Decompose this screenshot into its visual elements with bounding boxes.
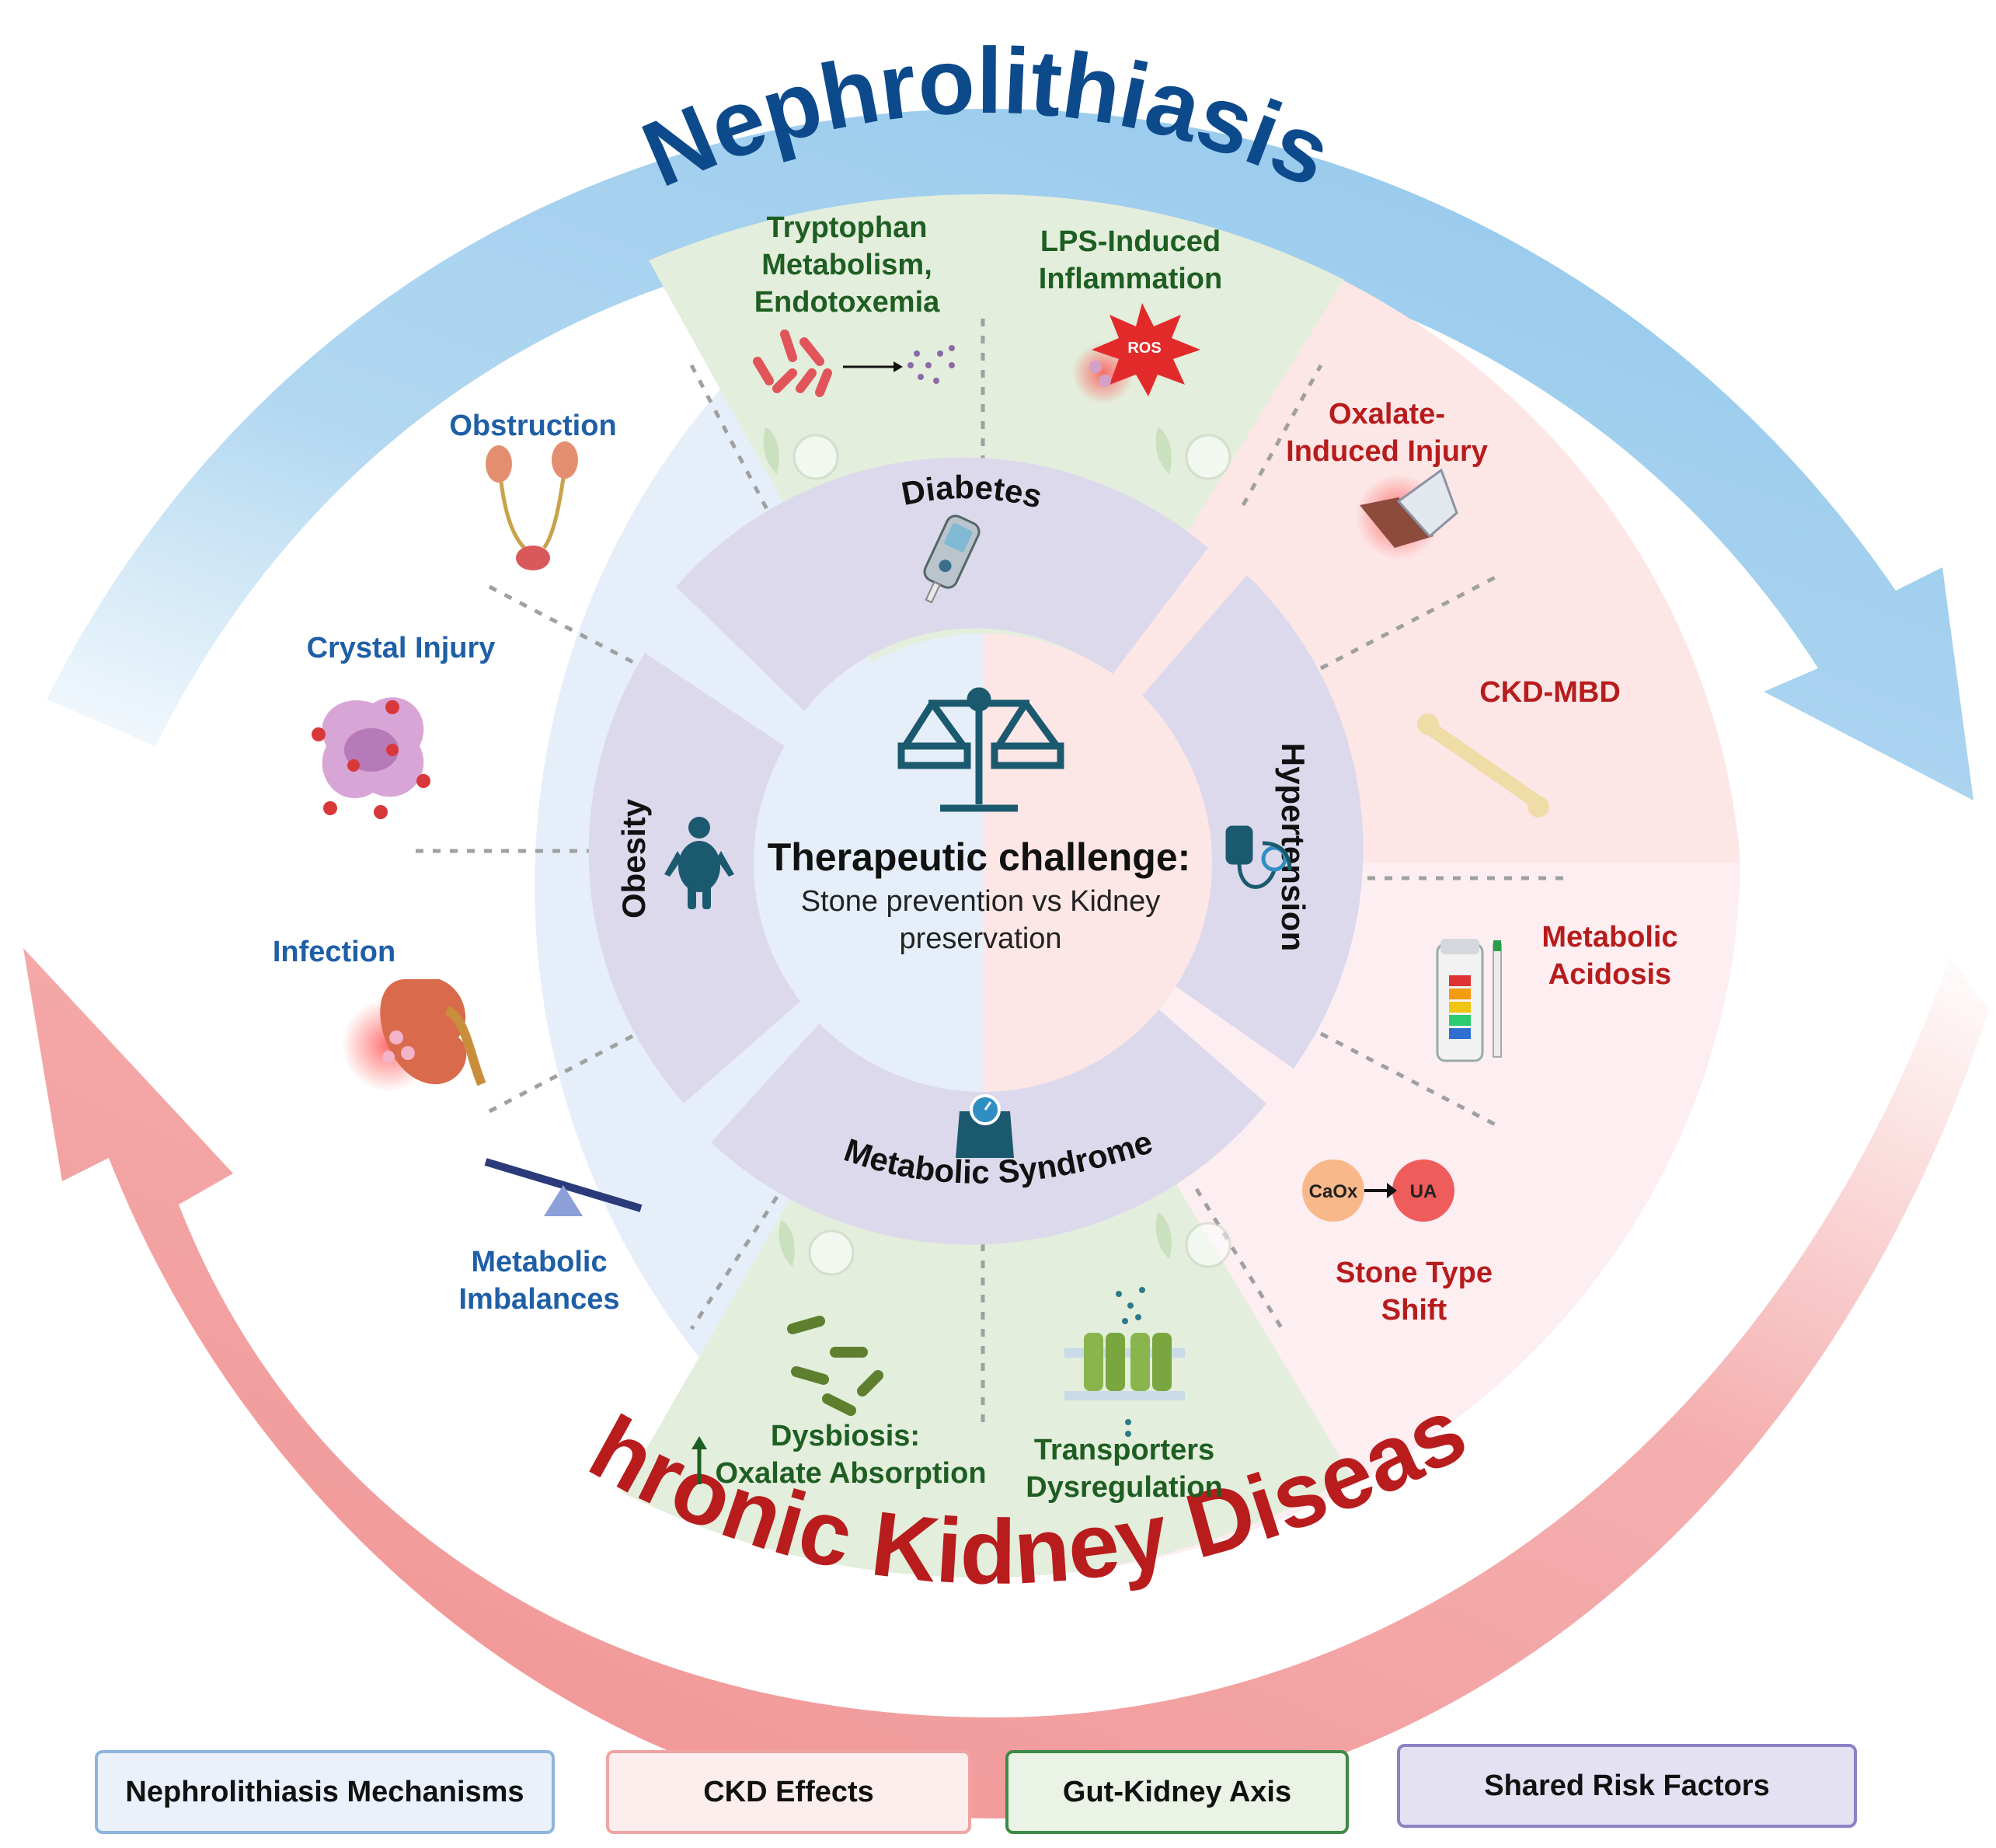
legend-label: Gut-Kidney Axis (1062, 1775, 1292, 1808)
intestine-icon (763, 427, 839, 480)
label-metabolic-imbalances-1: Metabolic (471, 1246, 607, 1278)
ph-test-strip-icon (1436, 939, 1502, 1062)
label-obstruction: Obstruction (449, 410, 616, 442)
stone-type-shift-icon (1302, 1159, 1454, 1222)
intestine-icon (1155, 1212, 1231, 1268)
legend-ckd-effects: CKD Effects (606, 1750, 971, 1834)
label-tryptophan-2: Metabolism, (761, 249, 932, 281)
blood-pressure-icon (1225, 825, 1292, 889)
label-oxalate-1: Oxalate- (1329, 398, 1445, 431)
label-oxalate-2: Induced Injury (1286, 435, 1488, 468)
intestine-icon (1155, 427, 1231, 480)
urinary-tract-icon (486, 441, 578, 570)
ros-burst-icon (1072, 303, 1200, 404)
label-ua: UA (1410, 1181, 1437, 1202)
label-acidosis-2: Acidosis (1548, 958, 1671, 991)
up-arrow-icon (691, 1436, 707, 1484)
center-heading: Therapeutic challenge: (768, 835, 1191, 879)
seesaw-icon (484, 1158, 643, 1216)
legend-shared-risk-factors: Shared Risk Factors (1397, 1744, 1857, 1828)
label-stone-shift-2: Shift (1381, 1294, 1447, 1327)
legend-nephrolithiasis-mechanisms: Nephrolithiasis Mechanisms (95, 1750, 555, 1834)
ring-label-obesity: Obesity (615, 798, 652, 919)
label-dysbiosis-2: Oxalate Absorption (715, 1457, 986, 1490)
infected-kidney-icon (342, 979, 486, 1092)
bacteria-to-toxin-icon (753, 330, 955, 397)
label-transporters-1: Transporters (1034, 1434, 1214, 1466)
label-caox: CaOx (1309, 1181, 1358, 1202)
label-stone-shift-1: Stone Type (1336, 1257, 1493, 1289)
segment-dividers (416, 319, 1569, 1422)
bone-icon (1417, 713, 1549, 818)
nephrolithiasis-arrow (47, 109, 1973, 800)
label-infection: Infection (273, 936, 395, 968)
label-lps-2: Inflammation (1039, 263, 1222, 295)
bacteria-icon (787, 1316, 883, 1416)
label-dysbiosis-1: Dysbiosis: (771, 1420, 920, 1452)
oxalate-crystal-icon (1356, 468, 1458, 560)
label-ros: ROS (1127, 340, 1161, 357)
person-obesity-icon (664, 817, 734, 909)
label-crystal-injury: Crystal Injury (307, 632, 496, 664)
weight-scale-icon (956, 1094, 1014, 1158)
label-metabolic-imbalances-2: Imbalances (459, 1283, 620, 1316)
ring-segment-hypertension[interactable] (1142, 575, 1364, 1069)
intestine-icon (779, 1220, 855, 1276)
balance-scale-icon (897, 687, 1064, 812)
label-lps-1: LPS-Induced (1040, 225, 1221, 258)
legend-label: CKD Effects (703, 1775, 874, 1808)
glucometer-icon (923, 514, 981, 604)
label-tryptophan-3: Endotoxemia (754, 286, 940, 319)
membrane-transporter-icon (1064, 1287, 1185, 1437)
ckd-arrow (23, 948, 1989, 1818)
label-ckd-mbd: CKD-MBD (1479, 676, 1621, 709)
center-line-1: Stone prevention vs Kidney (801, 885, 1161, 918)
legend-gut-kidney-axis: Gut-Kidney Axis (1005, 1750, 1349, 1834)
label-tryptophan-1: Tryptophan (767, 211, 928, 244)
label-transporters-2: Dysregulation (1026, 1471, 1222, 1504)
legend-label: Nephrolithiasis Mechanisms (125, 1775, 524, 1808)
center-line-2: preservation (899, 922, 1061, 955)
legend-label: Shared Risk Factors (1484, 1769, 1770, 1802)
label-acidosis-1: Metabolic (1541, 921, 1677, 954)
crystal-injury-cell-icon (312, 697, 430, 819)
